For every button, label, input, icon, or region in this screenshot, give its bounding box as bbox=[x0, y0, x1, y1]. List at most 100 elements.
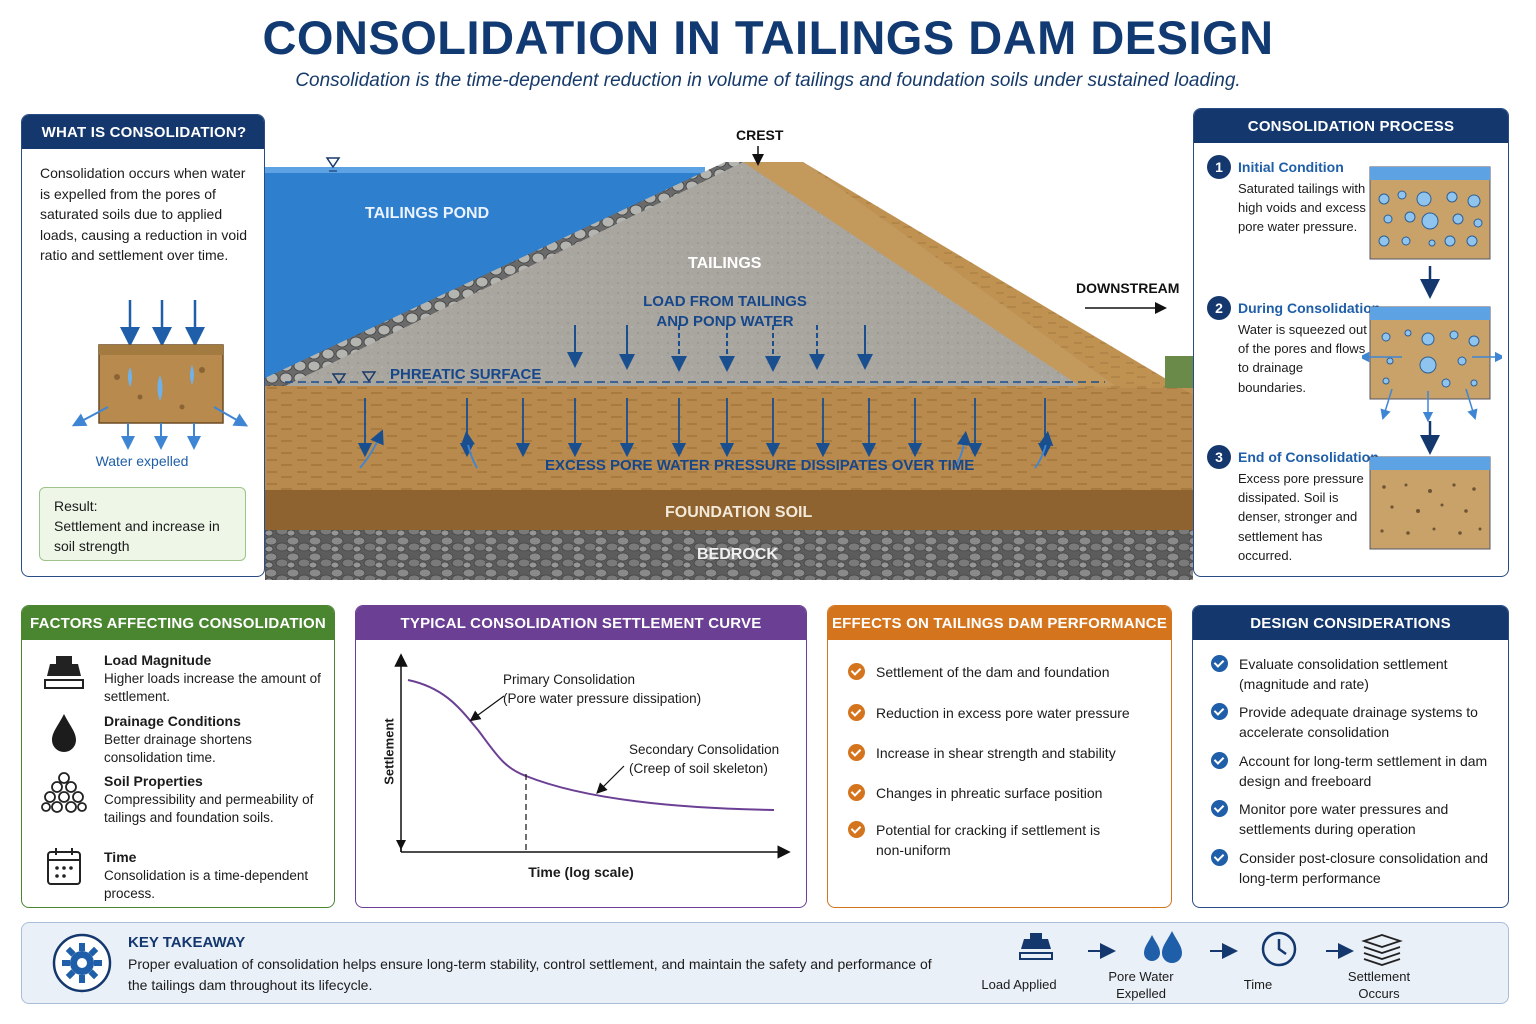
result-label: Result: bbox=[54, 498, 98, 514]
effect-item: Reduction in excess pore water pressure bbox=[848, 703, 1148, 723]
step-3-number: 3 bbox=[1207, 445, 1231, 469]
weight-icon bbox=[44, 656, 84, 689]
check-icon bbox=[1211, 800, 1228, 817]
layers-icon bbox=[1361, 934, 1403, 966]
step-1-desc: Saturated tailings with high voids and e… bbox=[1238, 181, 1366, 235]
soil-sample-illustration bbox=[71, 300, 249, 450]
effect-item: Changes in phreatic surface position bbox=[848, 783, 1148, 803]
step-2-title: During Consolidation bbox=[1238, 300, 1381, 316]
takeaway-text: Proper evaluation of consolidation helps… bbox=[128, 956, 932, 993]
result-text: Settlement and increase in soil strength bbox=[54, 518, 220, 554]
design-item: Provide adequate drainage systems to acc… bbox=[1211, 702, 1496, 742]
primary-label: Primary Consolidation (Pore water pressu… bbox=[503, 670, 701, 708]
effect-item: Potential for cracking if settlement is … bbox=[848, 820, 1108, 860]
check-icon bbox=[848, 784, 865, 801]
primary-label-line2: (Pore water pressure dissipation) bbox=[503, 691, 702, 706]
foundation-soil-layer bbox=[265, 488, 1193, 530]
downstream-label: DOWNSTREAM bbox=[1076, 280, 1180, 296]
check-icon bbox=[848, 821, 865, 838]
factors-panel: FACTORS AFFECTING CONSOLIDATION Load Mag… bbox=[21, 605, 335, 908]
foundation-soil-label: FOUNDATION SOIL bbox=[665, 504, 813, 521]
check-icon bbox=[1211, 703, 1228, 720]
check-icon bbox=[848, 744, 865, 761]
step-1-number: 1 bbox=[1207, 155, 1231, 179]
bedrock-layer bbox=[265, 528, 1193, 580]
result-box: Result: Settlement and increase in soil … bbox=[39, 487, 246, 561]
check-icon bbox=[848, 663, 865, 680]
bedrock-label: BEDROCK bbox=[697, 546, 778, 563]
dam-illustration bbox=[265, 146, 1193, 580]
design-item: Account for long-term settlement in dam … bbox=[1211, 751, 1496, 791]
secondary-label-line1: Secondary Consolidation bbox=[629, 742, 780, 757]
secondary-pointer bbox=[596, 765, 625, 794]
primary-pointer bbox=[469, 695, 505, 722]
factor-soil-desc: Compressibility and permeability of tail… bbox=[104, 792, 314, 825]
load-label-line2: AND POND WATER bbox=[656, 313, 794, 330]
check-icon bbox=[1211, 655, 1228, 672]
factor-drainage-desc: Better drainage shortens consolidation t… bbox=[104, 732, 252, 765]
factor-time-desc: Consolidation is a time-dependent proces… bbox=[104, 868, 309, 901]
curve-y-label: Settlement bbox=[381, 718, 397, 785]
step-3-desc: Excess pore pressure dissipated. Soil is… bbox=[1238, 471, 1364, 563]
step-2-number: 2 bbox=[1207, 296, 1231, 320]
water-drop-icon bbox=[52, 714, 76, 752]
factor-time-title: Time bbox=[104, 849, 137, 865]
consolidation-process-panel: CONSOLIDATION PROCESS 1 Initial Conditio… bbox=[1193, 108, 1509, 577]
effects-panel: EFFECTS ON TAILINGS DAM PERFORMANCE Sett… bbox=[827, 605, 1172, 908]
step-3-title: End of Consolidation bbox=[1238, 449, 1379, 465]
during-consolidation-sample bbox=[1369, 306, 1491, 400]
load-label-line1: LOAD FROM TAILINGS bbox=[643, 293, 807, 310]
end-of-consolidation-sample bbox=[1369, 456, 1491, 550]
effect-item: Settlement of the dam and foundation bbox=[848, 662, 1148, 682]
effects-panel-heading: EFFECTS ON TAILINGS DAM PERFORMANCE bbox=[828, 606, 1171, 640]
dam-cross-section: CREST TAILINGS POND TAILINGS LOAD FROM T… bbox=[265, 120, 1193, 580]
factor-drainage-title: Drainage Conditions bbox=[104, 713, 241, 729]
pore-pressure-dissipates-label: EXCESS PORE WATER PRESSURE DISSIPATES OV… bbox=[545, 457, 975, 474]
page-title: CONSOLIDATION IN TAILINGS DAM DESIGN bbox=[262, 11, 1274, 64]
factor-load-title: Load Magnitude bbox=[104, 652, 212, 668]
tailings-pond-label: TAILINGS POND bbox=[365, 205, 490, 222]
settlement-curve-panel: TYPICAL CONSOLIDATION SETTLEMENT CURVE S… bbox=[355, 605, 807, 908]
factor-soil-title: Soil Properties bbox=[104, 773, 203, 789]
process-panel-heading: CONSOLIDATION PROCESS bbox=[1194, 109, 1508, 143]
factors-panel-heading: FACTORS AFFECTING CONSOLIDATION bbox=[22, 606, 334, 640]
clock-icon bbox=[1261, 931, 1297, 967]
tailings-label: TAILINGS bbox=[688, 255, 762, 272]
process-illustration bbox=[1362, 166, 1502, 550]
design-considerations-panel: DESIGN CONSIDERATIONS Evaluate consolida… bbox=[1192, 605, 1509, 908]
design-item: Monitor pore water pressures and settlem… bbox=[1211, 799, 1496, 839]
settlement-curve-line bbox=[407, 679, 775, 811]
crest-label: CREST bbox=[736, 127, 784, 143]
secondary-label-line2: (Creep of soil skeleton) bbox=[629, 761, 768, 776]
water-drops-icon bbox=[1144, 931, 1182, 963]
step-2-desc: Water is squeezed out of the pores and f… bbox=[1238, 322, 1367, 395]
effect-item: Increase in shear strength and stability bbox=[848, 743, 1148, 763]
curve-x-label: Time (log scale) bbox=[528, 864, 634, 880]
key-takeaway-bar: KEY TAKEAWAY Proper evaluation of consol… bbox=[21, 922, 1509, 1004]
water-expelled-label: Water expelled bbox=[95, 453, 189, 469]
what-is-consolidation-panel: WHAT IS CONSOLIDATION? Consolidation occ… bbox=[21, 114, 265, 577]
load-label: LOAD FROM TAILINGS AND POND WATER bbox=[635, 292, 815, 332]
weight-icon bbox=[1019, 933, 1053, 960]
factor-load-desc: Higher loads increase the amount of sett… bbox=[104, 671, 321, 704]
flow-icons bbox=[1019, 931, 1403, 967]
gear-icon bbox=[52, 933, 112, 993]
soil-particles-icon bbox=[41, 772, 87, 813]
what-panel-heading: WHAT IS CONSOLIDATION? bbox=[22, 115, 264, 149]
flow-settlement-occurs: Settlement Occurs bbox=[1347, 969, 1411, 1001]
design-item: Consider post-closure consolidation and … bbox=[1211, 848, 1496, 888]
flow-time: Time bbox=[1243, 977, 1273, 992]
step-1-title: Initial Condition bbox=[1238, 159, 1344, 175]
page-subtitle: Consolidation is the time-dependent redu… bbox=[295, 70, 1241, 91]
takeaway-title: KEY TAKEAWAY bbox=[128, 934, 246, 951]
calendar-icon bbox=[47, 848, 81, 885]
secondary-label: Secondary Consolidation (Creep of soil s… bbox=[629, 740, 779, 778]
tailings-core bbox=[275, 162, 1115, 386]
check-icon bbox=[1211, 849, 1228, 866]
flow-pore-water-expelled: Pore Water Expelled bbox=[1108, 969, 1174, 1001]
primary-label-line1: Primary Consolidation bbox=[503, 672, 636, 687]
curve-panel-heading: TYPICAL CONSOLIDATION SETTLEMENT CURVE bbox=[356, 606, 806, 640]
design-item: Evaluate consolidation settlement (magni… bbox=[1211, 654, 1496, 694]
check-icon bbox=[848, 704, 865, 721]
design-panel-heading: DESIGN CONSIDERATIONS bbox=[1193, 606, 1508, 640]
